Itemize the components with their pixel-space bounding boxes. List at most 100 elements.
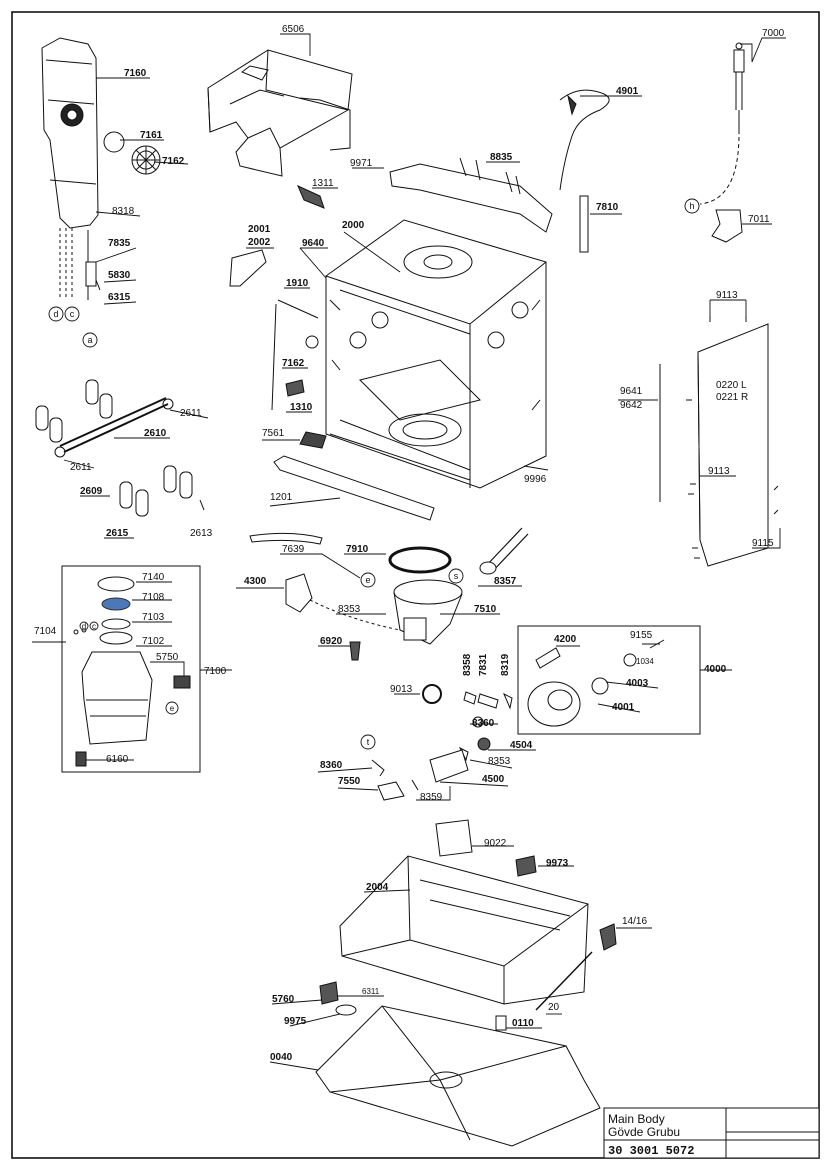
callout-a: a (87, 335, 92, 345)
part-7162-plug (305, 335, 319, 349)
callout-c: c (70, 309, 75, 319)
label-14-16: 14/16 (622, 916, 647, 927)
label-4901: 4901 (616, 86, 639, 97)
leader-lines (32, 33, 786, 1071)
label-7102: 7102 (142, 636, 165, 647)
label-8357: 8357 (494, 576, 517, 587)
label-4003: 4003 (626, 678, 649, 689)
part-7910-seal (388, 546, 452, 574)
label-9115: 9115 (752, 538, 774, 549)
label-4300: 4300 (244, 576, 267, 587)
part-9975-disc (335, 1004, 357, 1016)
part-9022-board (435, 819, 473, 857)
label-20: 20 (548, 1002, 560, 1013)
callout-c-2: c (92, 622, 96, 631)
part-1310-clip (285, 379, 305, 397)
label-9973: 9973 (546, 858, 569, 869)
label-8358: 8358 (462, 653, 473, 676)
label-1201: 1201 (270, 492, 293, 503)
part-7810-rod (579, 195, 589, 253)
callout-d: d (53, 309, 58, 319)
part-6920-sensor (349, 641, 361, 661)
part-9013-clamp (422, 684, 442, 704)
part-5760-valve (319, 981, 339, 1005)
label-9113-b: 9113 (708, 466, 730, 477)
label-7831: 7831 (478, 653, 489, 676)
label-2610: 2610 (144, 428, 167, 439)
label-8359: 8359 (420, 792, 443, 803)
title-block-frame (603, 1107, 820, 1159)
label-2004: 2004 (366, 882, 389, 893)
label-0220: 0220 L (716, 380, 747, 391)
callout-d-2: d (82, 622, 86, 631)
label-2609: 2609 (80, 486, 103, 497)
label-7810: 7810 (596, 202, 619, 213)
part-7000-probe (733, 42, 745, 130)
part-4901-cable (559, 89, 610, 191)
label-7162-b: 7162 (282, 358, 305, 369)
label-9022: 9022 (484, 838, 507, 849)
label-2001: 2001 (248, 224, 271, 235)
callout-e-2: e (170, 704, 175, 713)
part-9971-rail (389, 157, 553, 233)
part-4000-pump (527, 639, 665, 727)
label-1034: 1034 (636, 657, 654, 666)
label-8353-a: 8353 (338, 604, 361, 615)
label-0221: 0221 R (716, 392, 748, 403)
label-5760: 5760 (272, 994, 295, 1005)
label-2002: 2002 (248, 237, 271, 248)
drawing-code: 30 3001 5072 (608, 1144, 694, 1158)
part-7100-softener (73, 576, 191, 767)
part-7561-hinge (299, 431, 327, 449)
part-4300-heater (285, 573, 313, 613)
label-9155: 9155 (630, 630, 653, 641)
label-2613: 2613 (190, 528, 213, 539)
label-9996: 9996 (524, 474, 547, 485)
callout-h: h (689, 201, 694, 211)
callout-circles (48, 198, 700, 750)
label-9971: 9971 (350, 158, 373, 169)
probe-leader-h (699, 129, 740, 205)
label-5750: 5750 (156, 652, 179, 663)
callout-s: s (454, 571, 459, 581)
part-9973-switch (515, 855, 537, 877)
callout-e: e (365, 575, 370, 585)
part-6506-drawing (207, 49, 353, 177)
label-5830: 5830 (108, 270, 131, 281)
part-8357-end (479, 561, 497, 575)
group-7100-frame (61, 565, 201, 773)
label-1310: 1310 (290, 402, 313, 413)
label-2611-a: 2611 (180, 408, 202, 419)
part-2610-bar (59, 397, 169, 453)
label-4500: 4500 (482, 774, 505, 785)
sheet-border (11, 11, 820, 1159)
label-7160: 7160 (124, 68, 147, 79)
part-1201-rail (273, 455, 435, 521)
label-7161: 7161 (140, 130, 163, 141)
part-8359-clip (411, 779, 419, 791)
part-7550-elbow (377, 781, 405, 801)
part-0220-side-panel (686, 316, 779, 567)
part-drawings (35, 37, 820, 1159)
part-7161-ring (103, 131, 125, 153)
title-main: Main Body (608, 1112, 665, 1126)
label-7910: 7910 (346, 544, 369, 555)
part-2613-screw (199, 499, 205, 511)
label-6160: 6160 (106, 754, 129, 765)
part-2004-base (339, 855, 617, 1005)
part-4901-plug (567, 94, 577, 116)
label-7140: 7140 (142, 572, 165, 583)
part-1311-clip (297, 185, 325, 209)
part-7160-drawing (41, 37, 101, 300)
label-4504: 4504 (510, 740, 533, 751)
part-7162-grille (131, 145, 161, 175)
label-1910: 1910 (286, 278, 309, 289)
group-4000-frame (517, 625, 701, 735)
part-20-rod (535, 951, 593, 1011)
label-7561: 7561 (262, 428, 285, 439)
label-1311: 1311 (312, 178, 334, 189)
callout-letters: d c a h e s d c e t (53, 201, 694, 747)
part-labels: 6506 7160 7161 7162 8318 7835 5830 6315 … (34, 24, 785, 1063)
label-9113-a: 9113 (716, 290, 738, 301)
